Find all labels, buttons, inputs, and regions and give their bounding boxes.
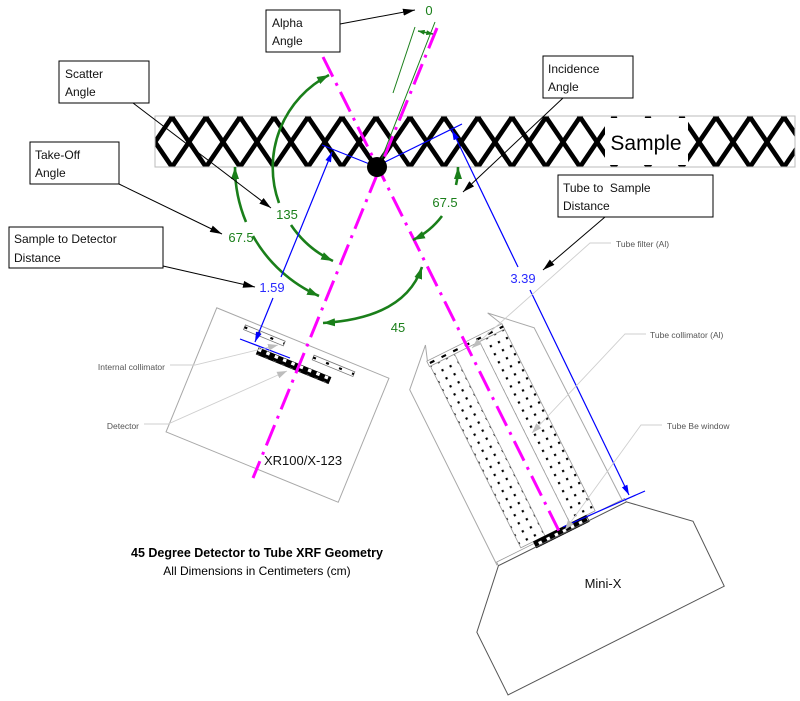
leader-detector [144, 370, 288, 425]
scatter-angle-arc-upper [271, 73, 330, 204]
tube-name: Mini-X [585, 576, 622, 591]
callout-sample-detector-distance: Sample to Detector Distance [8, 226, 256, 288]
callout-pointer [118, 183, 223, 235]
tube-sample-dimension-lower [529, 289, 630, 496]
callout-scatter-angle: Scatter Angle [58, 60, 272, 209]
tube-face-line [562, 490, 646, 528]
sample-detector-dimension-lower [254, 297, 274, 343]
callout-incidence-angle: Incidence Angle [462, 55, 634, 193]
callout-line2: Distance [14, 251, 61, 265]
scatter-angle-value: 135 [276, 207, 298, 222]
tube-shell-left [409, 344, 498, 566]
detector-perpendicular-at-sample [321, 144, 373, 166]
caption-title: 45 Degree Detector to Tube XRF Geometry [131, 546, 383, 560]
callout-pointer [339, 8, 416, 25]
label-tube-filter: Tube filter (Al) [616, 239, 669, 249]
callout-line2: Angle [35, 166, 66, 180]
sample-label-background [605, 118, 688, 165]
callout-text: Tube to Sample Distance [563, 181, 654, 213]
callout-text: Scatter Angle [65, 67, 106, 99]
callout-pointer [462, 97, 564, 193]
callout-box [542, 55, 634, 99]
detector-assembly [165, 307, 390, 503]
callout-box [557, 174, 714, 218]
detector-beam-axis [251, 27, 439, 479]
leader-tube-collimator [531, 333, 646, 434]
sample-detector-dimension-upper [280, 151, 333, 278]
callout-box [29, 141, 120, 185]
callout-line1: Sample to Detector [14, 232, 117, 246]
detector-tube-angle-value: 45 [391, 320, 405, 335]
alpha-angle-value: 0 [425, 3, 432, 18]
sample-crosshatch [154, 115, 796, 168]
tube-perpendicular-at-sample [384, 123, 463, 163]
takeoff-angle-arc-upper [230, 166, 248, 223]
detector-name: XR100/X-123 [264, 453, 342, 468]
label-detector: Detector [107, 421, 139, 431]
caption-subtitle: All Dimensions in Centimeters (cm) [163, 564, 350, 578]
callout-text: Sample to Detector Distance [14, 232, 120, 265]
leader-internal-collimator [170, 343, 279, 366]
callout-pointer [132, 102, 272, 209]
takeoff-angle-value: 67.5 [228, 230, 253, 245]
tube-surface-left [496, 542, 537, 567]
callout-line2: Angle [272, 34, 303, 48]
callout-text: Take-Off Angle [35, 148, 83, 180]
alpha-angle-arrow [417, 29, 434, 36]
callout-line1: Scatter [65, 67, 103, 81]
tube-sample-distance-value: 3.39 [510, 271, 535, 286]
callout-line1: Incidence [548, 62, 600, 76]
leader-tube-be-window [564, 424, 662, 531]
takeoff-angle-arc-lower [251, 235, 320, 298]
callout-box [8, 226, 164, 269]
callout-text: Incidence Angle [548, 62, 603, 94]
incidence-angle-arc-lower [412, 215, 444, 242]
callout-line1: Take-Off [35, 148, 81, 162]
sample-detector-distance-value: 1.59 [259, 280, 284, 295]
alpha-reference-line [392, 26, 416, 94]
scatter-angle-arc-lower [289, 224, 334, 263]
sample-analysis-point [367, 157, 387, 177]
tube-sample-dimension-upper [451, 129, 519, 268]
tube-beam-axis [321, 56, 562, 534]
sample: Sample [154, 115, 796, 168]
sample-label: Sample [610, 132, 681, 155]
callout-text: Alpha Angle [272, 16, 306, 48]
callout-line2: Distance [563, 199, 610, 213]
tube-body [476, 501, 725, 696]
label-tube-collimator: Tube collimator (Al) [650, 330, 724, 340]
tube-be-window [532, 514, 590, 549]
callout-alpha-angle: Alpha Angle [265, 8, 416, 53]
callout-pointer [162, 265, 256, 288]
incidence-angle-arc-upper [454, 166, 463, 186]
callout-takeoff-angle: Take-Off Angle [29, 141, 223, 235]
detector-housing [165, 307, 390, 503]
callout-line1: Tube to Sample [563, 181, 651, 195]
callout-line2: Angle [548, 80, 579, 94]
detector-tube-angle-arc [322, 266, 424, 327]
label-tube-be-window: Tube Be window [667, 421, 730, 431]
leader-tube-filter [471, 242, 611, 349]
callout-line2: Angle [65, 85, 96, 99]
callout-box [58, 60, 150, 104]
incidence-angle-value: 67.5 [432, 195, 457, 210]
alpha-axis-line [380, 21, 436, 161]
detector-element [255, 347, 332, 385]
callout-line1: Alpha [272, 16, 303, 30]
tube-shell-right [487, 312, 624, 503]
callout-tube-sample-distance: Tube to Sample Distance [542, 174, 714, 271]
callout-pointer [542, 216, 606, 271]
label-internal-collimator: Internal collimator [98, 362, 165, 372]
callout-box [265, 9, 341, 53]
